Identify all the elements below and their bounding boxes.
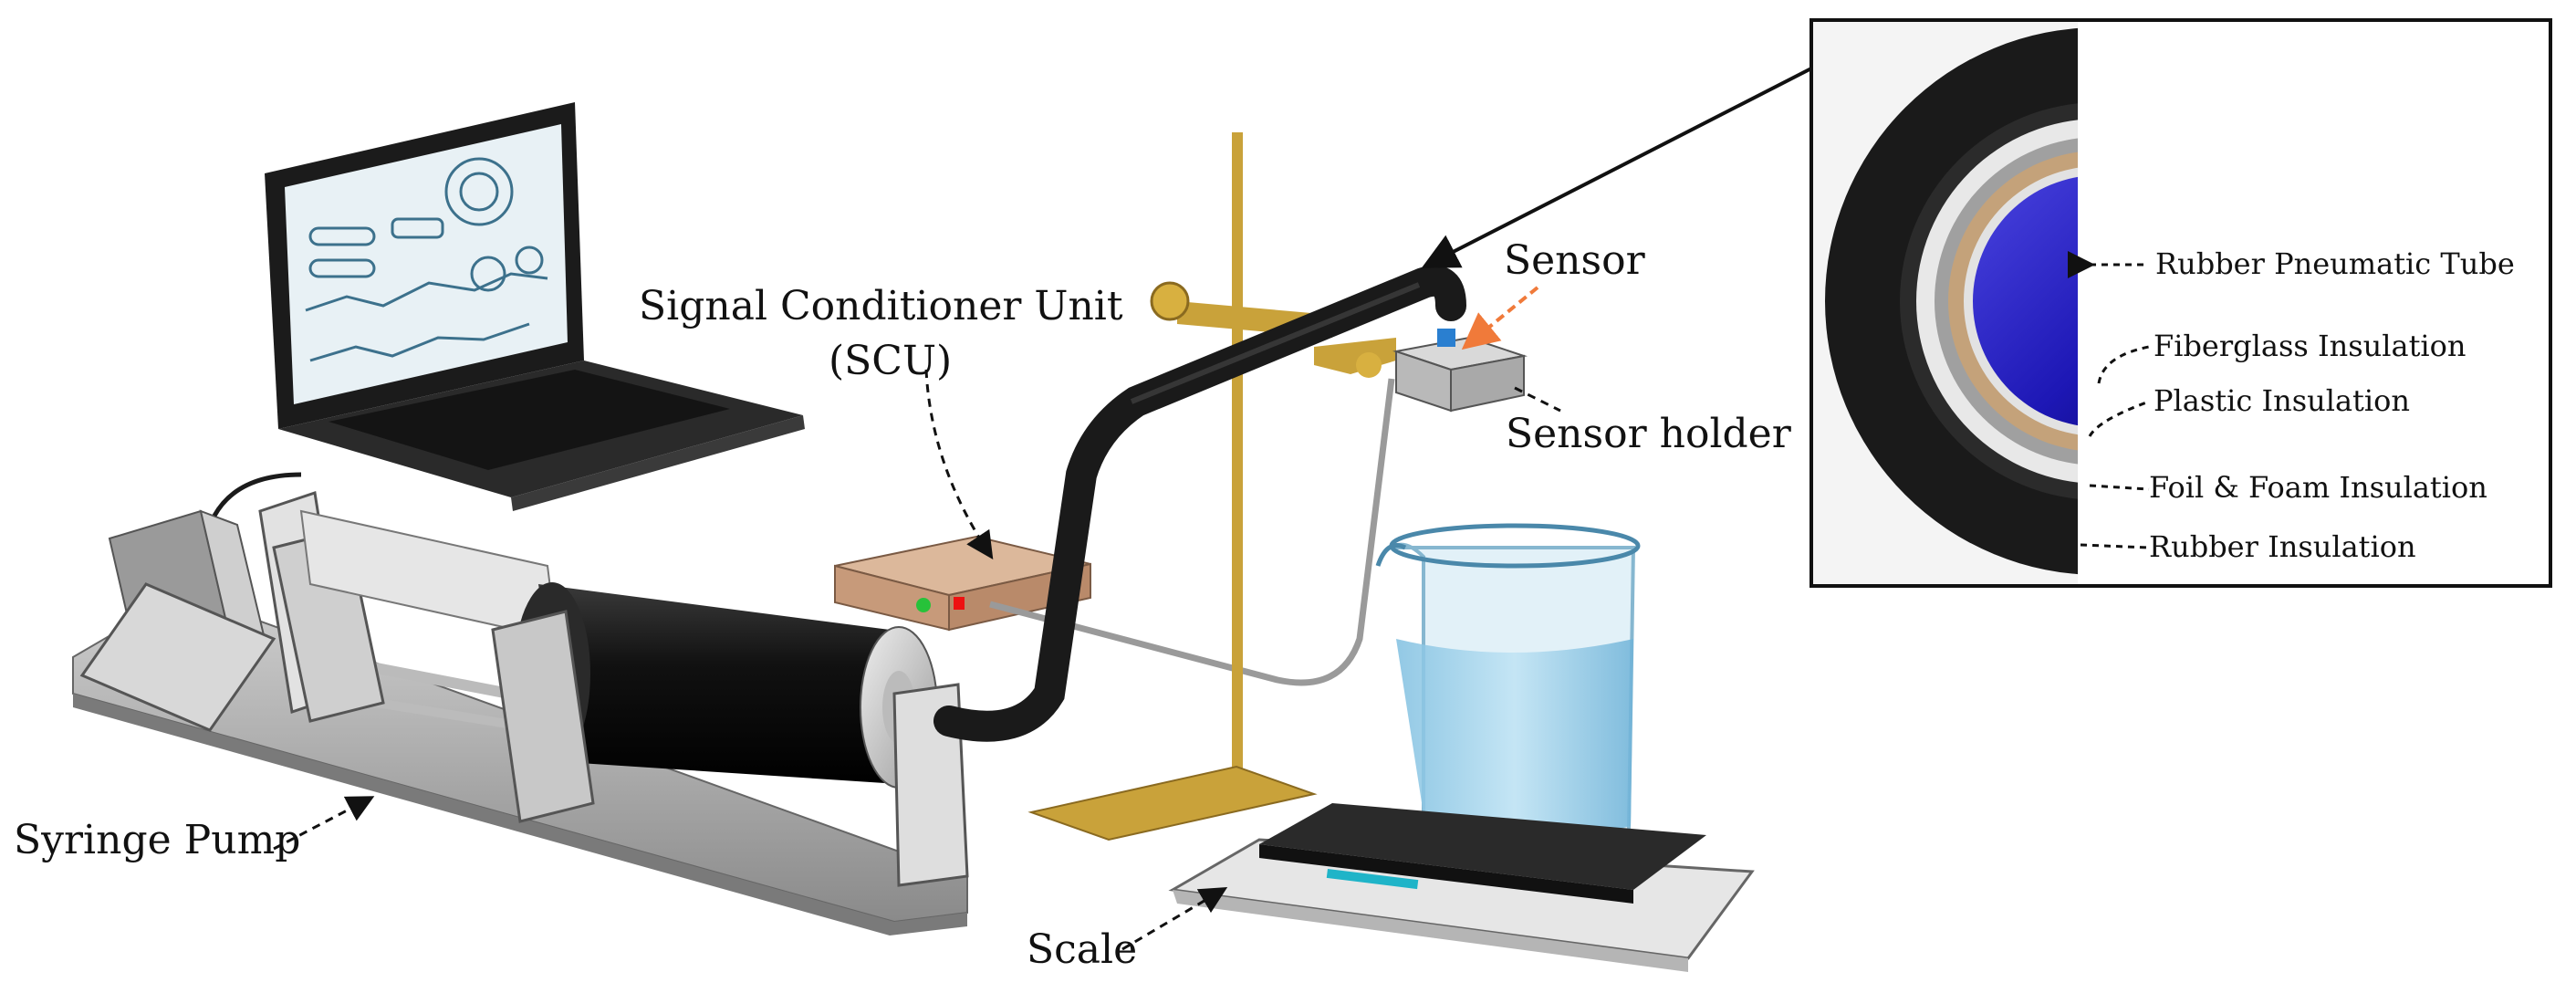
cross-section-inset (1809, 18, 2552, 588)
inset-label-rubber-insulation: Rubber Insulation (2149, 529, 2416, 564)
beaker (1375, 523, 1641, 849)
scale-label: Scale (1027, 926, 1138, 973)
laptop (265, 102, 805, 511)
sensor-label: Sensor (1504, 237, 1645, 284)
scale (1168, 803, 1755, 972)
inset-label-fiberglass-insulation: Fiberglass Insulation (2154, 329, 2466, 363)
inset-label-foil-foam-insulation: Foil & Foam Insulation (2149, 470, 2487, 505)
syringe-pump-label: Syringe Pump (14, 817, 301, 863)
syringe-pump (72, 491, 969, 936)
sensor-holder-label: Sensor holder (1506, 411, 1791, 457)
retort-stand (1027, 132, 1396, 841)
inset-label-plastic-insulation: Plastic Insulation (2154, 383, 2411, 418)
scu-label-line1: Signal Conditioner Unit (639, 283, 1123, 329)
inset-label-rubber-pneumatic-tube: Rubber Pneumatic Tube (2155, 246, 2515, 281)
pneumatic-tube (933, 265, 1466, 742)
sensor-cable (989, 378, 1395, 686)
sensor-holder (1392, 329, 1528, 413)
scu-label-line2: (SCU) (829, 338, 953, 384)
